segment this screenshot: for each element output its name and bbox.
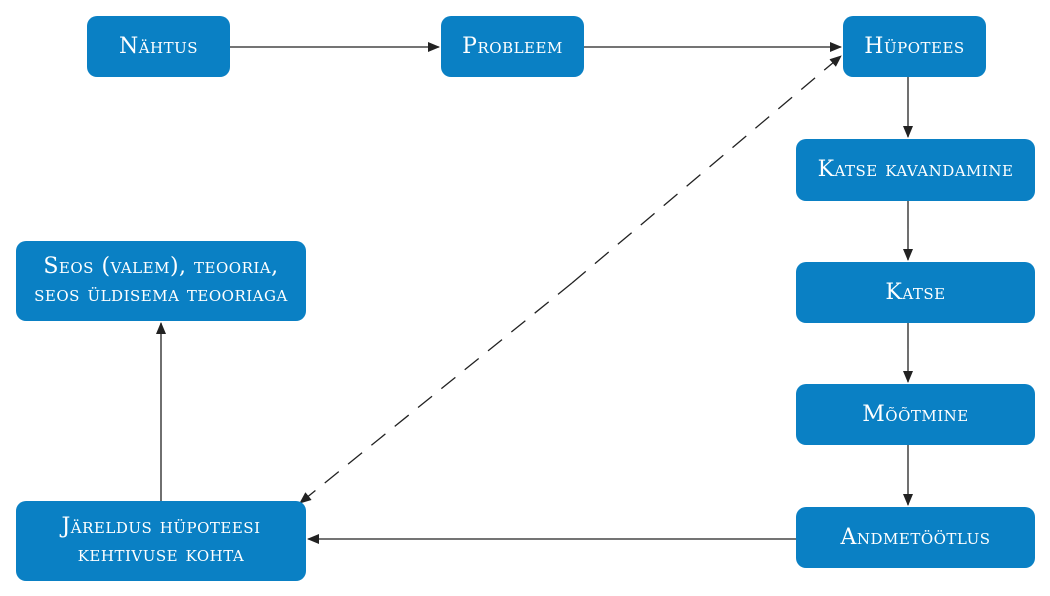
node-jareldus-line2: kehtivuse kohta bbox=[77, 542, 245, 567]
node-hypotees-label: Hüpotees bbox=[864, 33, 965, 59]
node-seos-line2: seos üldisema teooriaga bbox=[34, 282, 288, 307]
node-seos-line1: Seos (valem), teooria, bbox=[43, 254, 279, 279]
node-andmetootlus-label: Andmetöötlus bbox=[840, 524, 991, 550]
node-katse-kavandamine: Katse kavandamine bbox=[796, 139, 1035, 201]
node-seos-text: Seos (valem), teooria, seos üldisema teo… bbox=[34, 253, 288, 309]
node-seos: Seos (valem), teooria, seos üldisema teo… bbox=[16, 241, 306, 321]
node-hypotees: Hüpotees bbox=[843, 16, 986, 77]
node-andmetootlus: Andmetöötlus bbox=[796, 507, 1035, 568]
node-katse: Katse bbox=[796, 262, 1035, 323]
node-probleem-label: Probleem bbox=[462, 33, 563, 59]
node-katse-label: Katse bbox=[885, 279, 946, 305]
node-mootmine-label: Mõõtmine bbox=[862, 401, 969, 427]
node-nahtus-label: Nähtus bbox=[118, 33, 199, 59]
node-nahtus: Nähtus bbox=[87, 16, 230, 77]
dashed-arrow-to-jareldus bbox=[299, 282, 573, 504]
node-probleem: Probleem bbox=[441, 16, 584, 77]
node-katse-kavandamine-label: Katse kavandamine bbox=[817, 157, 1014, 182]
node-jareldus: Järeldus hüpoteesi kehtivuse kohta bbox=[16, 501, 306, 581]
node-mootmine: Mõõtmine bbox=[796, 384, 1035, 445]
node-jareldus-line1: Järeldus hüpoteesi bbox=[61, 514, 261, 539]
node-jareldus-text: Järeldus hüpoteesi kehtivuse kohta bbox=[61, 513, 260, 569]
